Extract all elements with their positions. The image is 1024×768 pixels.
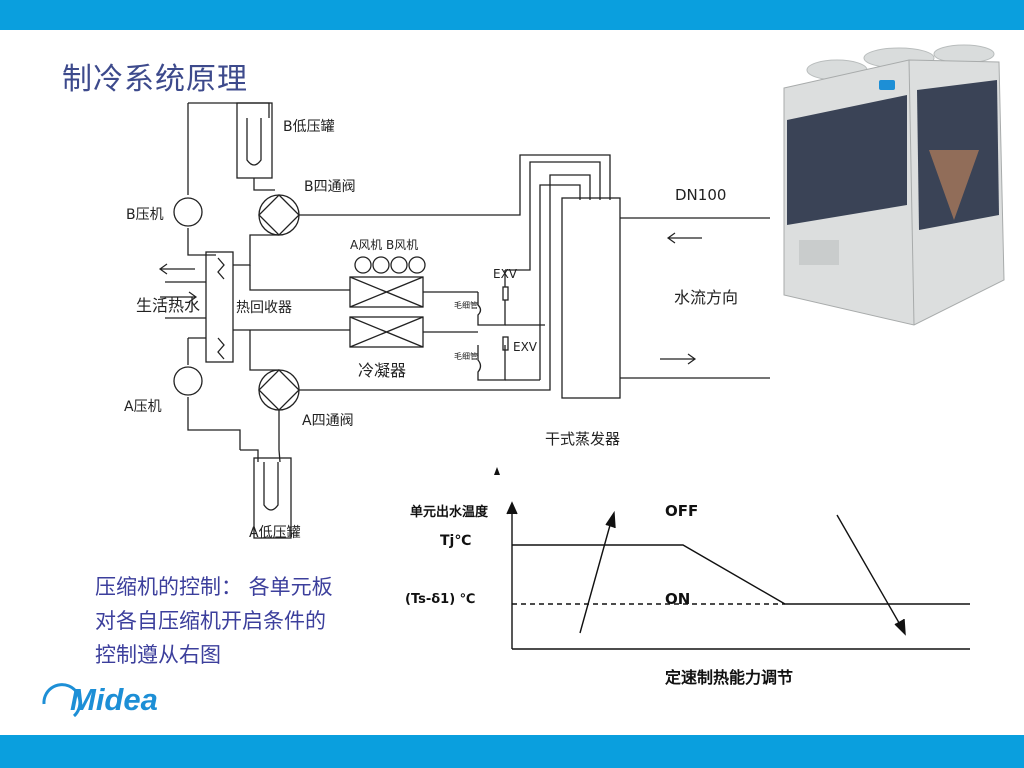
chart-fall-arrow <box>836 514 903 629</box>
chart-level-tj: Tj℃ <box>440 533 471 549</box>
label-pipe-size: DN100 <box>675 186 726 204</box>
label-heat-recovery: 热回收器 <box>236 300 292 316</box>
midea-logo-icon <box>42 683 82 718</box>
label-evaporator: 干式蒸发器 <box>545 430 620 448</box>
flow-out-arrow <box>660 353 697 365</box>
dry-evaporator <box>561 197 621 399</box>
label-domestic-hot-water: 生活热水 <box>136 296 200 315</box>
label-a-low-tank: A低压罐 <box>249 525 301 541</box>
label-b-four-way: B四通阀 <box>304 179 356 195</box>
label-a-compressor: A压机 <box>124 399 162 415</box>
compressor-control-description: 压缩机的控制： 各单元板 对各自压缩机开启条件的 控制遵从右图 <box>95 570 395 672</box>
chiller-unit-photo <box>779 40 1024 330</box>
chart-rise-arrow <box>579 517 613 634</box>
b-compressor <box>173 197 203 227</box>
flow-in-arrow <box>666 232 702 244</box>
chart-temp-curve <box>512 544 970 605</box>
label-capillary-bottom: 毛细管 <box>454 351 478 361</box>
chart-on-annotation: ON <box>665 590 690 608</box>
water-in-arrow <box>160 291 198 303</box>
b-low-tank-u <box>246 118 262 166</box>
chart-off-annotation: OFF <box>665 502 698 520</box>
label-exv-bottom: EXV <box>513 340 538 354</box>
water-out-arrow <box>158 263 195 275</box>
a-low-tank-frame <box>253 457 292 539</box>
chart-title: 定速制热能力调节 <box>664 668 793 687</box>
label-capillary-top: 毛细管 <box>454 300 478 310</box>
label-fans: A风机 B风机 <box>350 238 418 252</box>
label-water-flow: 水流方向 <box>674 288 738 307</box>
description-line: 对各自压缩机开启条件的 <box>95 609 326 633</box>
bottom-accent-bar <box>0 735 1024 768</box>
label-b-compressor: B压机 <box>126 207 164 223</box>
a-compressor <box>173 366 203 396</box>
top-accent-bar <box>0 0 1024 30</box>
label-a-four-way: A四通阀 <box>302 413 354 429</box>
label-condenser: 冷凝器 <box>358 361 406 380</box>
heat-recovery-exchanger <box>205 251 234 363</box>
description-line: 压缩机的控制： 各单元板 <box>95 575 333 599</box>
description-line: 控制遵从右图 <box>95 643 221 667</box>
refrigeration-schematic: B低压罐 B四通阀 B压机 A风机 B风机 EXV 毛细管 EXV 毛细管 生活… <box>124 102 770 541</box>
slide-title: 制冷系统原理 <box>62 62 248 97</box>
chart-level-ts: (Ts-δ1) ℃ <box>405 592 475 607</box>
label-exv-top: EXV <box>493 267 518 281</box>
exv-bottom-valve <box>502 336 509 351</box>
midea-logo-text: Midea <box>70 682 158 717</box>
chart-y-label: 单元出水温度 <box>410 504 489 520</box>
label-b-low-tank: B低压罐 <box>283 119 335 135</box>
